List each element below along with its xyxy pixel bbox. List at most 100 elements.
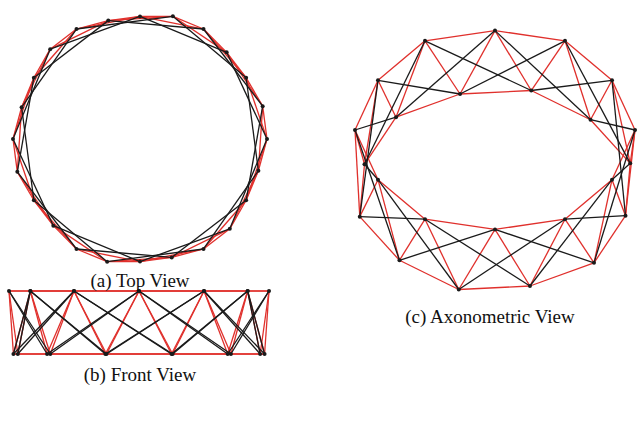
joint-dot <box>138 260 142 264</box>
cable-line <box>248 290 269 291</box>
strut-bar <box>246 106 263 200</box>
strut-bar <box>495 229 594 262</box>
joint-dot <box>105 352 109 356</box>
cable-line <box>204 290 248 291</box>
cable-line <box>204 290 248 291</box>
joint-dot <box>258 352 262 356</box>
strut-bar <box>108 21 203 29</box>
strut-bar <box>139 291 231 354</box>
joint-dot <box>20 105 24 109</box>
strut-bar <box>459 219 565 289</box>
joint-dot <box>32 198 36 202</box>
joint-dot <box>529 89 533 93</box>
joint-dot <box>633 128 637 132</box>
top-view-drawing <box>11 14 269 263</box>
strut-bar <box>228 291 269 354</box>
joint-dot <box>246 289 250 293</box>
cable-line <box>9 290 30 291</box>
cable-line <box>171 353 230 354</box>
strut-bar <box>107 291 204 354</box>
strut-bar <box>140 229 230 262</box>
joint-dot <box>225 50 229 54</box>
strut-bar <box>22 107 34 200</box>
strut-bar <box>172 200 246 257</box>
joint-dot <box>105 260 109 264</box>
joint-dot <box>263 352 267 356</box>
strut-bar <box>50 16 140 49</box>
cable-line <box>591 80 612 119</box>
joint-dot <box>7 289 11 293</box>
cable-line <box>204 291 228 354</box>
joint-dot <box>171 352 175 356</box>
joint-dot <box>28 289 32 293</box>
joint-dot <box>72 289 76 293</box>
cable-line <box>396 41 425 117</box>
cable-line <box>30 290 74 291</box>
strut-bar <box>396 31 495 118</box>
joint-dot <box>11 137 15 141</box>
joint-dot <box>28 289 32 293</box>
joint-dot <box>610 178 614 182</box>
joint-dot <box>563 217 567 221</box>
cable-line <box>495 219 565 229</box>
strut-bar <box>531 80 612 90</box>
strut-bar <box>204 171 259 249</box>
joint-dot <box>202 289 206 293</box>
strut-bar <box>105 291 204 354</box>
cable-line <box>248 290 269 291</box>
strut-bar <box>30 291 106 354</box>
joint-dot <box>202 289 206 293</box>
cable-line <box>459 286 530 289</box>
cable-line <box>74 291 107 354</box>
strut-bar <box>365 41 425 164</box>
cable-line <box>495 229 530 286</box>
joint-dot <box>397 258 401 262</box>
cable-line <box>612 80 630 163</box>
joint-dot <box>376 178 380 182</box>
strut-bar <box>495 31 591 120</box>
cable-line <box>140 16 204 29</box>
cable-line <box>531 41 565 91</box>
joint-dot <box>51 224 55 228</box>
joint-dot <box>138 14 142 18</box>
joint-dot <box>376 78 380 82</box>
strut-bar <box>77 249 172 257</box>
strut-bar <box>355 117 396 130</box>
joint-dot <box>32 76 36 80</box>
strut-bar <box>53 226 140 262</box>
strut-bar <box>460 41 565 94</box>
cable-line <box>612 130 635 180</box>
joint-dot <box>363 162 367 166</box>
strut-bar <box>612 80 625 215</box>
joint-dot <box>226 352 230 356</box>
cable-line <box>530 219 565 286</box>
cable-line <box>459 229 495 289</box>
cable-line <box>204 200 247 249</box>
view-caption: (a) Top View <box>90 270 189 292</box>
joint-dot <box>15 170 19 174</box>
joint-dot <box>11 352 15 356</box>
strut-bar <box>17 78 34 172</box>
strut-bar <box>18 291 74 354</box>
cable-line <box>13 139 34 200</box>
joint-dot <box>75 27 79 31</box>
cable-line <box>531 91 590 120</box>
joint-dot <box>563 39 567 43</box>
joint-dot <box>75 247 79 251</box>
strut-bar <box>378 80 460 94</box>
cable-line <box>9 290 30 291</box>
joint-dot <box>16 352 20 356</box>
cable-line <box>171 291 204 354</box>
joint-dot <box>589 118 593 122</box>
strut-bar <box>74 291 173 354</box>
cable-line <box>365 117 397 164</box>
strut-bar <box>246 78 258 171</box>
cable-line <box>50 29 76 49</box>
joint-dot <box>202 247 206 251</box>
cable-line <box>265 291 269 354</box>
strut-bar <box>9 291 50 354</box>
strut-bar <box>399 229 495 260</box>
joint-dot <box>267 289 271 293</box>
